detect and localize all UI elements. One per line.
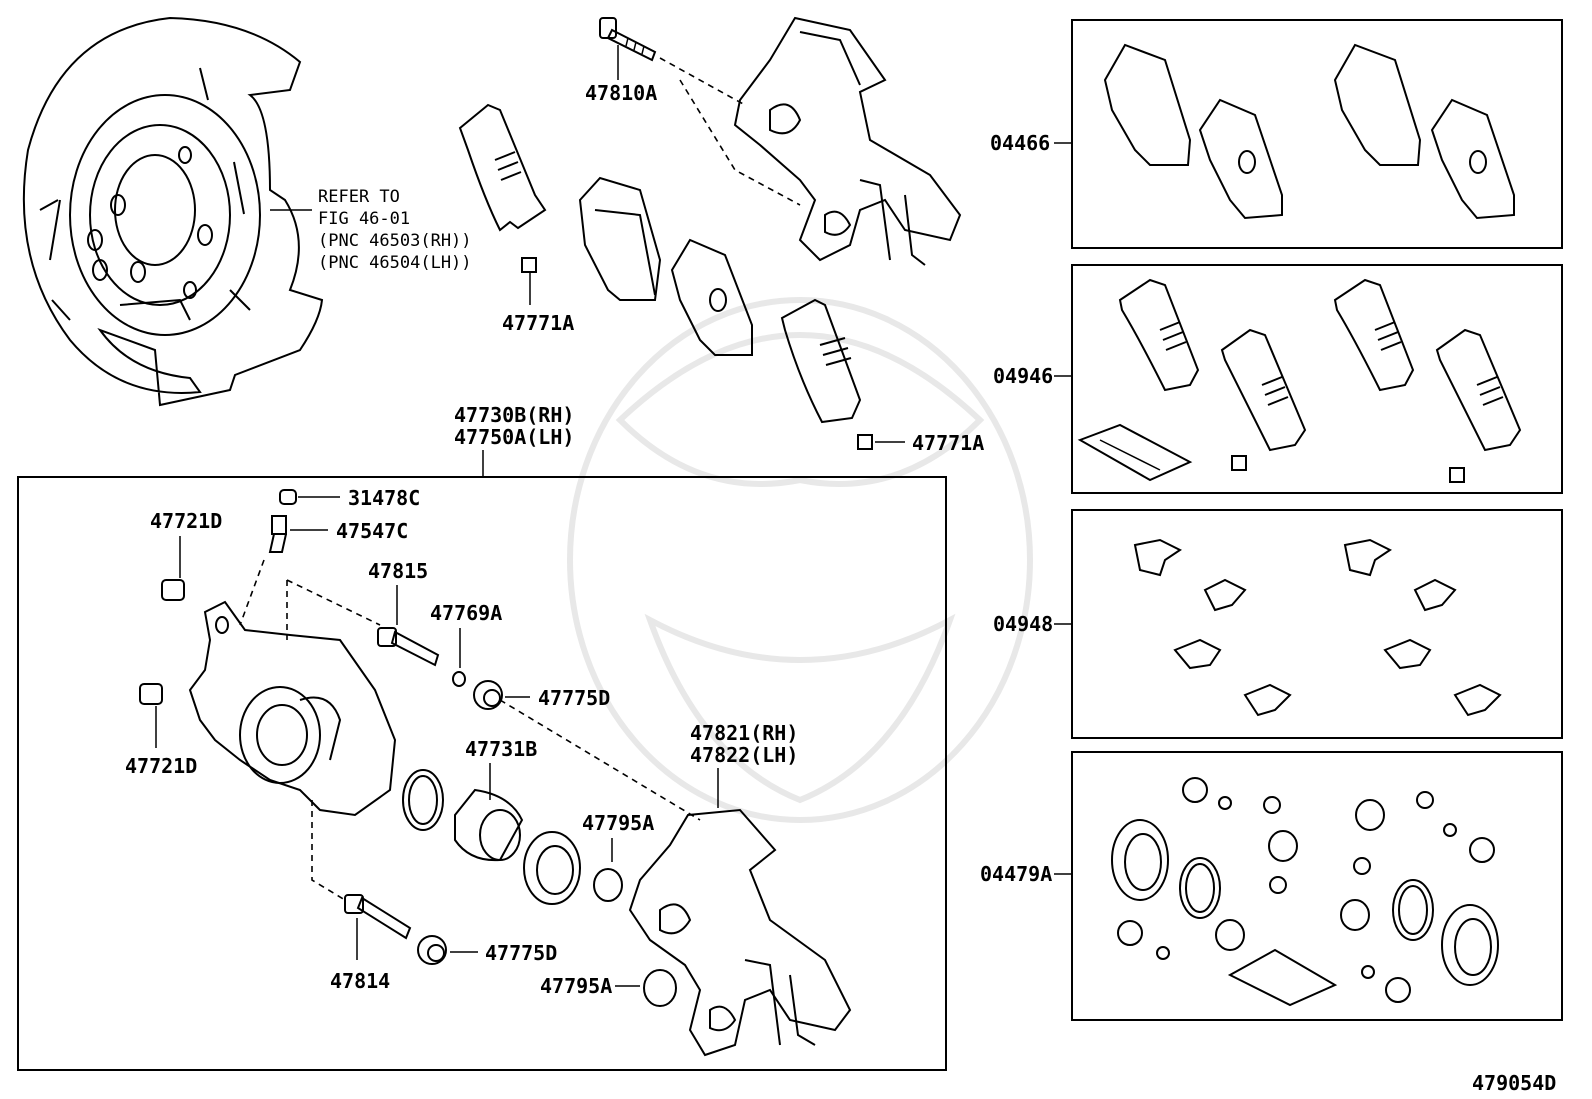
anti-squeal-shim-right-drawing — [780, 298, 862, 424]
plate-47795A-bottom — [643, 969, 677, 1007]
kit-box-04948 — [1071, 509, 1563, 739]
clip-47771A-right — [857, 434, 873, 450]
clip-47771A-top — [521, 257, 537, 273]
label-47769A: 47769A — [430, 601, 502, 625]
label-47547C: 47547C — [336, 519, 408, 543]
label-31478C: 31478C — [348, 486, 420, 510]
piston-seal — [402, 769, 444, 831]
kit-box-04479A — [1071, 751, 1563, 1021]
label-04946: 04946 — [993, 364, 1053, 388]
label-47771A-right: 47771A — [912, 431, 984, 455]
label-47775D-top: 47775D — [538, 686, 610, 710]
watermark-emblem — [567, 297, 1033, 823]
figure-code: 479054D — [1472, 1071, 1556, 1095]
label-47821: 47821(RH) — [690, 721, 798, 745]
pin-47814-drawing — [344, 894, 412, 940]
caliper-bracket-top-drawing — [733, 16, 962, 266]
kit-04948-clips-drawing — [1133, 538, 1502, 717]
label-47815: 47815 — [368, 559, 428, 583]
plate-47795A-top — [593, 868, 623, 902]
anti-squeal-shim-top-drawing — [458, 103, 547, 232]
kit-04479A-seals-drawing — [1111, 777, 1499, 1007]
refer-line-3: (PNC 46503(RH)) — [318, 231, 472, 251]
piston-seal-inner — [408, 775, 438, 825]
label-47775D-bottom: 47775D — [485, 941, 557, 965]
label-47814: 47814 — [330, 969, 390, 993]
label-47795A-top: 47795A — [582, 811, 654, 835]
boot-47775D-bottom-drawing — [417, 935, 447, 965]
bleeder-47547C-drawing — [268, 515, 287, 553]
kit-box-04466 — [1071, 19, 1563, 249]
refer-line-2: FIG 46-01 — [318, 209, 410, 229]
ring-47769A — [452, 671, 466, 687]
piston-47731B-drawing — [454, 788, 524, 862]
pin-47815-drawing — [377, 627, 440, 667]
label-47750A: 47750A(LH) — [454, 425, 574, 449]
label-47731B: 47731B — [465, 737, 537, 761]
label-47730B: 47730B(RH) — [454, 403, 574, 427]
caliper-body-drawing — [188, 600, 397, 817]
refer-line-4: (PNC 46504(LH)) — [318, 253, 472, 273]
bolt-47810A-drawing — [599, 17, 657, 62]
kit-04466-pads-drawing — [1103, 43, 1515, 220]
cap-31478C — [279, 489, 297, 505]
label-47795A-bottom: 47795A — [540, 974, 612, 998]
assembly-line — [239, 559, 265, 626]
refer-line-1: REFER TO — [318, 187, 400, 207]
boot-47775D-top-drawing — [473, 680, 503, 710]
bolt-47721D-bottom — [139, 683, 163, 705]
piston-boot-inner — [536, 845, 574, 895]
label-04466: 04466 — [990, 131, 1050, 155]
label-04479A: 04479A — [980, 862, 1052, 886]
kit-04946-shims-drawing — [1077, 278, 1522, 483]
label-47721D-bottom: 47721D — [125, 754, 197, 778]
label-47822: 47822(LH) — [690, 743, 798, 767]
caliper-bracket-bottom-drawing — [628, 808, 852, 1057]
assembly-line — [659, 57, 801, 206]
label-47771A-top: 47771A — [502, 311, 574, 335]
kit-box-04946 — [1071, 264, 1563, 494]
bolt-47721D-top — [161, 579, 185, 601]
backing-plate-drawing — [22, 16, 324, 407]
label-47810A: 47810A — [585, 81, 657, 105]
brake-pad-top-1-drawing — [578, 176, 662, 301]
brake-pad-top-2-drawing — [670, 238, 753, 356]
label-47721D-top: 47721D — [150, 509, 222, 533]
label-04948: 04948 — [993, 612, 1053, 636]
caliper-assembly-frame — [17, 476, 947, 1071]
piston-boot — [523, 831, 581, 905]
